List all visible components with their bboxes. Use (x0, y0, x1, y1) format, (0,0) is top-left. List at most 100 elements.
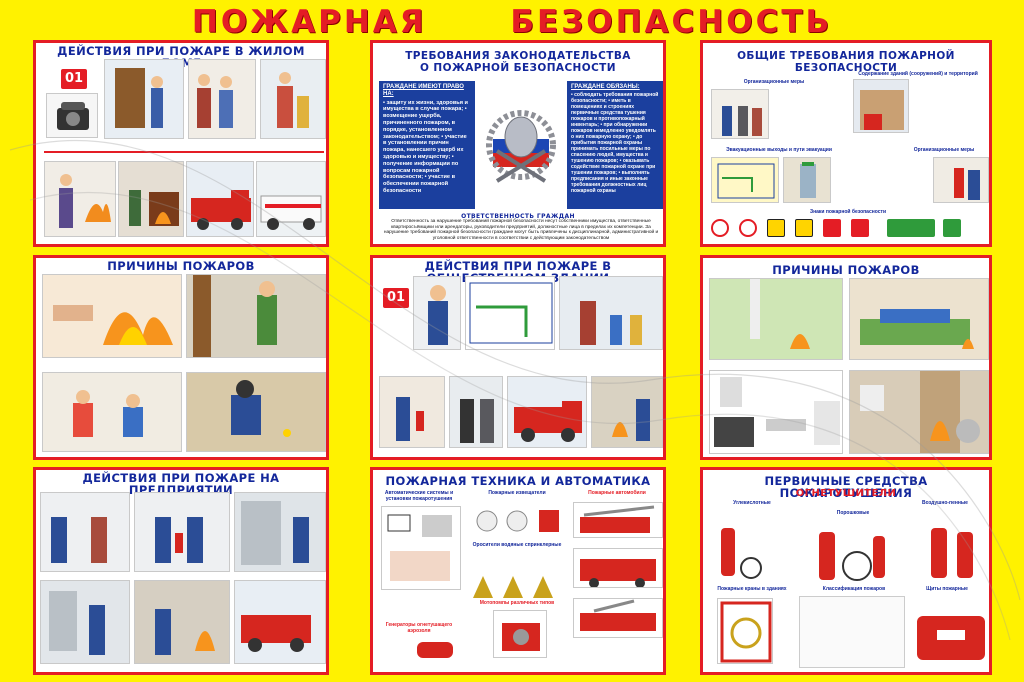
scene-fire-truck (234, 580, 326, 664)
scene-flammable-liquid (42, 274, 182, 358)
scene-campfire (709, 278, 843, 360)
panel-subtitle: ОГНЕТУШИТЕЛИ (795, 488, 897, 499)
scene-switch-off (40, 580, 130, 664)
panel-title-line2: О ПОЖАРНОЙ БЕЗОПАСНОСТИ (420, 62, 616, 74)
duties-text: • соблюдать требования пожарной безопасн… (571, 92, 659, 194)
scene-leave-building (260, 59, 326, 139)
panel-enterprise: ДЕЙСТВИЯ ПРИ ПОЖАРЕ НА ПРЕДПРИЯТИИ 01 (33, 467, 329, 675)
panel-title: ПРИЧИНЫ ПОЖАРОВ (772, 263, 920, 277)
scene-building (853, 79, 909, 133)
emergency-number-badge: 01 (383, 288, 409, 308)
truck-ladder (573, 502, 663, 538)
subhead-powder: Порошковые (836, 510, 870, 516)
scene-door-exit (104, 59, 184, 139)
responsibility-text: Ответственность за нарушение требований … (383, 219, 659, 241)
panel-fire-technology: ПОЖАРНАЯ ТЕХНИКА И АВТОМАТИКА Автоматиче… (370, 467, 666, 675)
scene-smoking (186, 274, 326, 358)
panel-primary-means: ПЕРВИЧНЫЕ СРЕДСТВА ПОЖАРОТУШЕНИЯ ОГНЕТУШ… (700, 467, 992, 675)
subhead-trucks: Пожарные автомобили (588, 490, 646, 496)
poster-title: ПОЖАРНАЯ БЕЗОПАСНОСТЬ (191, 4, 833, 40)
scene-meeting-firefighters (449, 376, 503, 448)
scene-welding (186, 372, 326, 452)
scene-extinguisher-use (379, 376, 445, 448)
scene-electrical-overload (709, 370, 843, 454)
subhead-generators: Генераторы огнетушащего аэрозоля (385, 622, 453, 634)
flammable-sign-icon (795, 219, 813, 237)
fire-shield-box (913, 608, 989, 666)
aerosol-generator (413, 636, 459, 664)
motopump (493, 610, 547, 658)
scene-escape-smoke (591, 376, 663, 448)
sprinkler-icons (473, 574, 563, 600)
scene-fire-hose (134, 580, 230, 664)
scene-phone-call (413, 276, 461, 350)
subhead-auto-systems: Автоматические системы и установки пожар… (384, 490, 454, 502)
scene-sleeping-smoker (849, 278, 989, 360)
panel-general-requirements: ОБЩИЕ ТРЕБОВАНИЯ ПОЖАРНОЙ БЕЗОПАСНОСТИ С… (700, 40, 992, 247)
extinguisher-group-right (913, 518, 989, 584)
no-fire-sign-icon (739, 219, 757, 237)
subhead-shields: Щиты пожарные (926, 586, 968, 592)
rights-text: • защиту их жизни, здоровья и имущества … (383, 99, 468, 194)
panel-title-line1: ТРЕБОВАНИЯ ЗАКОНОДАТЕЛЬСТВА (405, 50, 631, 62)
warning-sign-icon (767, 219, 785, 237)
panel-causes-left: ПРИЧИНЫ ПОЖАРОВ (33, 255, 329, 460)
exit-person-sign-icon (943, 219, 961, 237)
detector-icons (473, 506, 563, 536)
subhead-org2: Организационные меры (913, 147, 975, 153)
citizen-duties-box: ГРАЖДАНЕ ОБЯЗАНЫ: • соблюдать требования… (567, 81, 663, 209)
scene-neighbors (188, 59, 256, 139)
scene-fire-truck (507, 376, 587, 448)
scene-workers-extinguish (134, 492, 230, 572)
scene-electrical-panel (234, 492, 326, 572)
panel-home-fire-actions: ДЕЙСТВИЯ ПРИ ПОЖАРЕ В ЖИЛОМ ДОМЕ 01 (33, 40, 329, 247)
scene-fire-truck (186, 161, 254, 237)
extinguisher-sign-icon (823, 219, 841, 237)
subhead-detectors: Пожарные извещатели (488, 490, 546, 496)
panel-legislation: ТРЕБОВАНИЯ ЗАКОНОДАТЕЛЬСТВА О ПОЖАРНОЙ Б… (370, 40, 666, 247)
citizen-rights-box: ГРАЖДАНЕ ИМЕЮТ ПРАВО НА: • защиту их жиз… (379, 81, 475, 209)
phone-illustration (46, 93, 98, 138)
subhead-content: Содержание зданий (сооружений) и террито… (858, 71, 978, 77)
exit-arrow-sign-icon (887, 219, 935, 237)
subhead-sprinklers: Оросители водяные спринклерные (472, 542, 562, 548)
panel-title: ПРИЧИНЫ ПОЖАРОВ (107, 259, 255, 273)
scene-evac-plan (711, 157, 779, 203)
responsibility-heading: ОТВЕТСТВЕННОСТЬ ГРАЖДАН (461, 213, 575, 220)
subhead-foam: Воздушно-пенные (922, 500, 968, 506)
panel-public-building: ДЕЙСТВИЯ ПРИ ПОЖАРЕ В ОБЩЕСТВЕННОМ ЗДАНИ… (370, 255, 666, 460)
scene-ambulance (256, 161, 326, 237)
fire-service-emblem (477, 85, 565, 195)
panel-title: ПОЖАРНАЯ ТЕХНИКА И АВТОМАТИКА (385, 474, 651, 488)
panel-title: ПЕРВИЧНЫЕ СРЕДСТВА ПОЖАРОТУШЕНИЯ (764, 474, 928, 500)
panel-causes-right: ПРИЧИНЫ ПОЖАРОВ (700, 255, 992, 460)
subhead-evacuation: Эвакуационные выходы и пути эвакуации (726, 147, 832, 153)
no-smoking-sign-icon (711, 219, 729, 237)
scene-worker-phone (40, 492, 130, 572)
scene-meeting (711, 89, 769, 139)
truck-crane (573, 598, 663, 638)
scene-teacher-children (559, 276, 663, 350)
fire-classes-list (799, 596, 905, 668)
panel-title: ОБЩИЕ ТРЕБОВАНИЯ ПОЖАРНОЙ БЕЗОПАСНОСТИ (737, 50, 955, 74)
fire-hose-cabinet (717, 598, 773, 664)
extinguisher-group-left (711, 518, 771, 582)
scene-corridor (783, 157, 831, 203)
subhead-co2: Углекислотные (733, 500, 771, 506)
scene-fire-ext-check (933, 157, 989, 203)
rights-heading: ГРАЖДАНЕ ИМЕЮТ ПРАВО НА: (383, 84, 464, 97)
scene-children-matches (42, 372, 182, 452)
scene-water-fire (44, 161, 116, 237)
subhead-classes: Классификация пожаров (822, 586, 886, 592)
scene-control-room (381, 506, 461, 590)
truck-tanker (573, 548, 663, 588)
subhead-pumps: Мотопомпы различных типов (479, 600, 555, 606)
scene-evac-plan (465, 276, 555, 350)
emergency-number-badge: 01 (61, 69, 87, 89)
duties-heading: ГРАЖДАНЕ ОБЯЗАНЫ: (571, 84, 640, 90)
subhead-hydrants: Пожарные краны в зданиях (717, 586, 787, 592)
scene-fireplace (118, 161, 184, 237)
scene-heater-fire (849, 370, 989, 454)
subhead-org: Организационные меры (743, 79, 805, 85)
safety-signs-row (711, 219, 987, 241)
